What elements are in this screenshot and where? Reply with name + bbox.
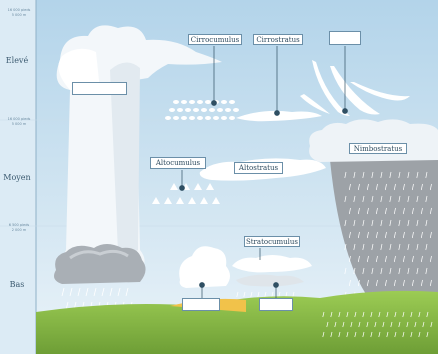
cirrus-cloud [300,60,410,116]
cirrocumulus-label: Cirrocumulus [188,34,242,45]
altitude-axis-strip [0,0,36,354]
altitude-low-meters: 2 000 m [11,228,27,232]
altocumulus-marker [179,185,185,191]
label-markers [179,46,348,298]
cumulus-label [182,298,220,311]
altitude-low-feet: 6 500 pieds [8,223,30,227]
level-low-label: Bas [9,280,25,289]
nimbostratus-rain [344,171,432,299]
altitude-mid-meters: 5 000 m [11,122,27,126]
cirrostratus-label: Cirrostratus [253,34,303,45]
altocumulus-label: Altocumulus [150,157,206,169]
altitude-top-feet: 16 000 pieds [7,8,31,12]
cirrostratus-cloud [236,110,322,122]
ground-hills [36,290,438,354]
nimbostratus-label: Nimbostratus [349,143,407,154]
ground-rain [322,311,433,338]
stratocumulus-cloud [232,255,312,287]
stratus-marker [273,282,279,288]
cumulus-cloud [179,246,230,288]
cirrocumulus-cloud [165,100,239,120]
cirrostratus-marker [274,110,280,116]
altitude-mid-feet: 16 000 pieds [7,117,31,121]
stratus-label [259,298,293,311]
cumulus-marker [199,282,205,288]
altostratus-label: Altostratus [234,162,283,174]
stratocumulus-label: Stratocumulus [244,236,300,247]
level-high-label: Elevé [5,56,29,65]
cirrocumulus-marker [211,100,217,106]
cumulonimbus-label [72,82,127,95]
cirrus-marker [342,108,348,114]
altitude-top-meters: 5 000 m [11,13,27,17]
cirrus-label [329,31,361,45]
level-middle-label: Moyen [3,173,31,182]
